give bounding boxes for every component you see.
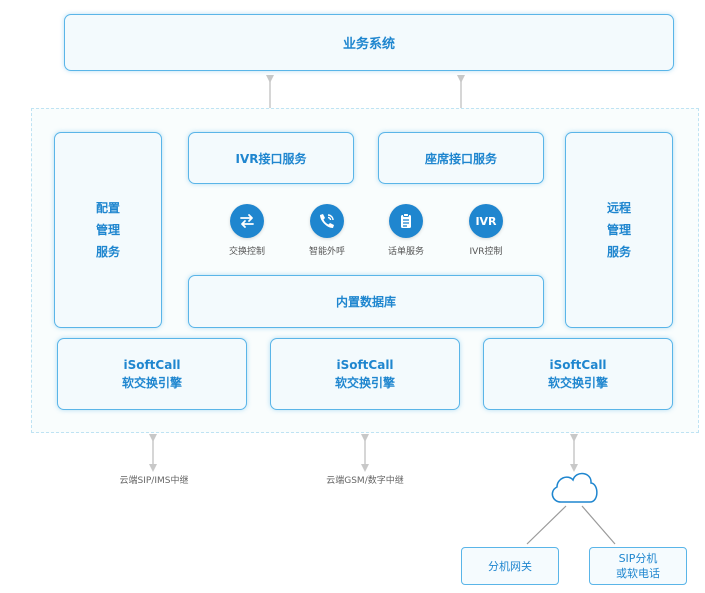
sip-phone-line-1: SIP分机 <box>618 552 658 565</box>
function-ivr-label: IVR控制 <box>469 247 503 257</box>
clipboard-icon <box>389 204 423 238</box>
ivr-icon-glyph: IVR <box>475 214 497 228</box>
remote-service-line-1: 远程 <box>606 201 631 215</box>
function-cdr-label: 话单服务 <box>387 247 424 257</box>
sip-phone-line-2: 或软电话 <box>616 567 660 580</box>
function-outbound: 智能外呼 <box>302 204 352 257</box>
seat-interface-box: 座席接口服务 <box>378 132 544 184</box>
seat-interface-label: 座席接口服务 <box>424 151 497 166</box>
engine-1-name: iSoftCall <box>123 358 181 372</box>
extension-gateway-box: 分机网关 <box>461 547 559 585</box>
sip-phone-box: SIP分机 或软电话 <box>589 547 687 585</box>
function-outbound-label: 智能外呼 <box>308 247 345 257</box>
remote-service-line-2: 管理 <box>606 223 631 237</box>
builtin-db-box: 内置数据库 <box>188 275 544 328</box>
engine-2-name: iSoftCall <box>336 358 394 372</box>
business-system-label: 业务系统 <box>342 37 395 52</box>
extension-gateway-label: 分机网关 <box>488 559 532 573</box>
config-service-line-3: 服务 <box>95 245 120 259</box>
cloud-icon <box>551 472 598 503</box>
remote-service-box: 远程 管理 服务 <box>565 132 673 328</box>
engine-box-3: iSoftCall 软交换引擎 <box>483 338 673 410</box>
sip-trunk-label: 云端SIP/IMS中继 <box>119 476 189 486</box>
line-cloud-gateway <box>526 505 567 545</box>
ivr-interface-label: IVR接口服务 <box>235 151 307 166</box>
config-service-box: 配置 管理 服务 <box>54 132 162 328</box>
phone-call-icon <box>310 204 344 238</box>
ivr-interface-box: IVR接口服务 <box>188 132 354 184</box>
business-system-box: 业务系统 <box>64 14 674 71</box>
engine-3-name: iSoftCall <box>549 358 607 372</box>
config-service-line-1: 配置 <box>95 201 120 215</box>
engine-3-desc: 软交换引擎 <box>547 376 608 390</box>
gsm-trunk-label: 云端GSM/数字中继 <box>326 476 404 486</box>
function-cdr: 话单服务 <box>381 204 431 257</box>
function-swap-label: 交换控制 <box>228 247 265 257</box>
line-cloud-sip <box>581 505 616 545</box>
engine-2-desc: 软交换引擎 <box>334 376 395 390</box>
function-ivr: IVR IVR控制 <box>461 204 511 257</box>
function-swap: 交换控制 <box>222 204 272 257</box>
engine-box-2: iSoftCall 软交换引擎 <box>270 338 460 410</box>
builtin-db-label: 内置数据库 <box>335 295 396 309</box>
engine-1-desc: 软交换引擎 <box>121 376 182 390</box>
config-service-line-2: 管理 <box>95 223 120 237</box>
remote-service-line-3: 服务 <box>606 245 631 259</box>
ivr-icon: IVR <box>469 204 503 238</box>
swap-arrows-icon <box>230 204 264 238</box>
engine-box-1: iSoftCall 软交换引擎 <box>57 338 247 410</box>
